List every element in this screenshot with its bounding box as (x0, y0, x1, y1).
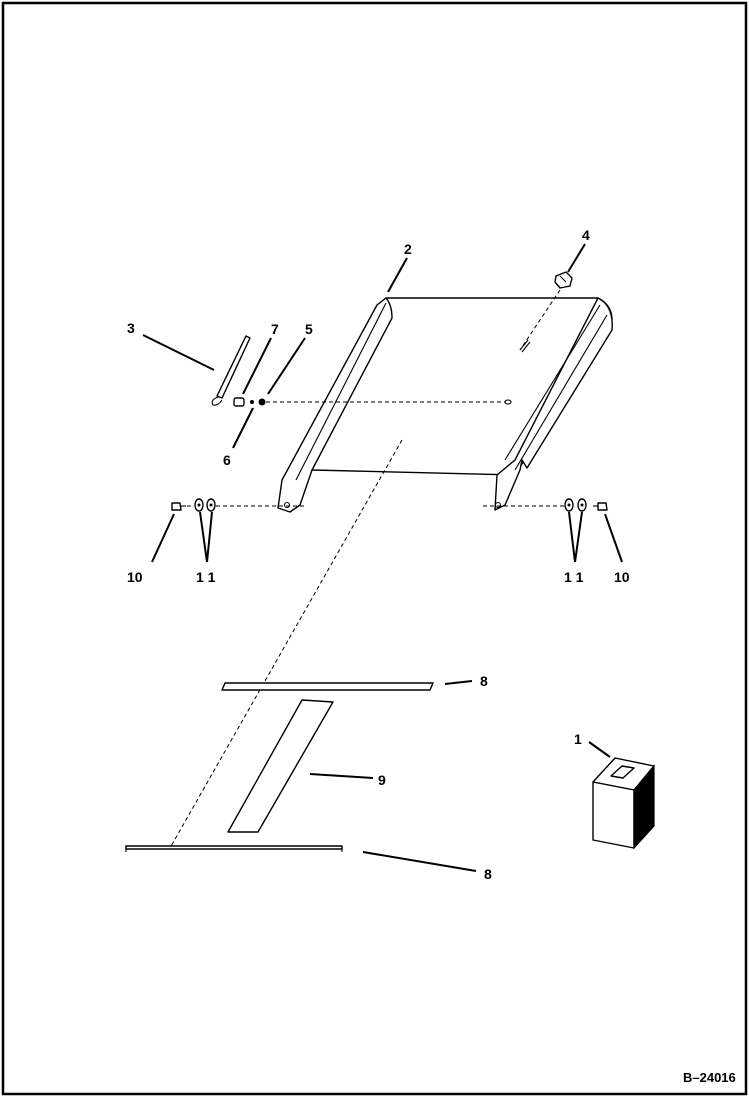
callout-9: 9 (378, 772, 386, 788)
callout-3: 3 (127, 320, 135, 336)
leader-1 (588, 741, 611, 758)
part-5-washer (258, 398, 266, 406)
part-4-dashed-axis (519, 289, 561, 351)
leader-11-left-b (206, 511, 213, 563)
callout-10-right: 10 (614, 569, 630, 585)
leader-5 (267, 337, 306, 395)
right-tab-hole (494, 501, 502, 509)
callout-10-left: 10 (127, 569, 143, 585)
part-8-top-strip (221, 682, 434, 691)
callout-1: 1 (574, 731, 582, 747)
leader-11-right-b (574, 511, 583, 563)
part-2-guard-panel (277, 297, 613, 513)
leader-10-right (604, 513, 623, 563)
part-1-box (592, 757, 655, 850)
leader-10-left (151, 513, 175, 563)
part-10-left-bolt (171, 502, 186, 511)
leader-6 (232, 407, 254, 449)
callout-7: 7 (271, 321, 279, 337)
part-6-clip (250, 400, 254, 404)
callout-6: 6 (223, 452, 231, 468)
part-9-angled-strip (227, 699, 334, 833)
part-8-bottom-strip (125, 845, 343, 852)
assembly-dashed-centerline (169, 439, 403, 849)
part-11-right-washers (564, 498, 587, 512)
callout-4: 4 (582, 227, 590, 243)
leader-7 (242, 337, 272, 395)
leader-8-bottom (362, 851, 477, 872)
callout-11-left: 1 1 (196, 569, 216, 585)
leader-3 (142, 334, 215, 371)
part-4-nut (554, 271, 573, 289)
part-10-right-bolt (593, 502, 608, 511)
part-3-rod (211, 335, 251, 406)
leader-11-left-a (199, 511, 208, 563)
callout-8-top: 8 (480, 673, 488, 689)
panel-slot (519, 339, 531, 353)
callout-8-bottom: 8 (484, 866, 492, 882)
leader-2 (387, 257, 408, 293)
leader-11-right-a (568, 511, 576, 563)
leader-8-top (444, 680, 473, 685)
figure-id: B–24016 (683, 1070, 736, 1085)
leader-9 (309, 773, 374, 779)
left-tab-hole (283, 501, 291, 509)
part-7-spacer (233, 397, 245, 407)
callout-11-right: 1 1 (564, 569, 584, 585)
callout-2: 2 (404, 241, 412, 257)
callout-5: 5 (305, 321, 313, 337)
leader-4 (567, 243, 586, 273)
part-11-left-washers (194, 498, 216, 512)
